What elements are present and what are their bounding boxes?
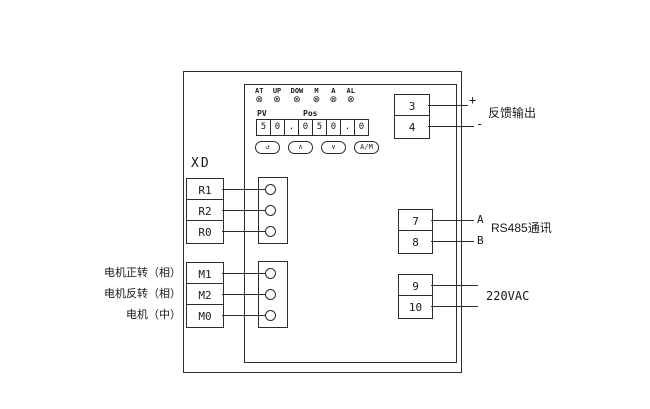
lamp-icon: ⊗ bbox=[293, 95, 301, 105]
wire bbox=[428, 126, 474, 127]
wire bbox=[222, 273, 266, 274]
label-motor-neutral: 电机（中） bbox=[126, 309, 181, 321]
pos-label: Pos bbox=[303, 109, 318, 118]
terminal-m2: M2 bbox=[186, 283, 224, 307]
label-feedback-output: 反馈输出 bbox=[488, 106, 537, 120]
device-outline bbox=[183, 71, 462, 373]
terminal-4: 4 bbox=[394, 115, 430, 139]
panel-outline bbox=[244, 84, 457, 363]
label-motor-reverse: 电机反转（相） bbox=[104, 288, 181, 300]
minus-sign: - bbox=[476, 117, 484, 131]
terminal-screw-icon bbox=[265, 184, 276, 195]
indicator-row: AT ⊗ UP ⊗ DOW ⊗ M ⊗ A ⊗ AL ⊗ bbox=[255, 87, 355, 105]
wire bbox=[431, 285, 478, 286]
terminal-screw-icon bbox=[265, 268, 276, 279]
indicator-a: A ⊗ bbox=[330, 87, 338, 105]
lamp-icon: ⊗ bbox=[255, 95, 263, 105]
label-rs485: RS485通讯 bbox=[491, 221, 552, 235]
terminal-screw-icon bbox=[265, 310, 276, 321]
display-digit: . bbox=[340, 119, 355, 136]
indicator-label: UP bbox=[272, 87, 282, 95]
terminal-r1: R1 bbox=[186, 178, 224, 202]
xd-label: XD bbox=[191, 156, 211, 171]
key-row: ↺ ∧ ∨ A/M bbox=[255, 141, 379, 154]
display-digit: 5 bbox=[312, 119, 327, 136]
terminal-screw-icon bbox=[265, 289, 276, 300]
display-digit: 0 bbox=[270, 119, 285, 136]
indicator-label: DOW bbox=[290, 87, 304, 95]
wire bbox=[222, 189, 266, 190]
key-down: ∨ bbox=[321, 141, 346, 154]
key-cycle: ↺ bbox=[255, 141, 280, 154]
display-digit: . bbox=[284, 119, 299, 136]
display-digit: 0 bbox=[354, 119, 369, 136]
wire bbox=[431, 220, 474, 221]
lamp-icon: ⊗ bbox=[346, 95, 355, 105]
terminal-screw-icon bbox=[265, 205, 276, 216]
indicator-m: M ⊗ bbox=[313, 87, 321, 105]
indicator-label: A bbox=[331, 87, 336, 95]
terminal-r0: R0 bbox=[186, 220, 224, 244]
pv-label: PV bbox=[257, 109, 267, 118]
label-220vac: 220VAC bbox=[486, 289, 530, 303]
lamp-icon: ⊗ bbox=[312, 95, 321, 105]
key-up: ∧ bbox=[288, 141, 313, 154]
terminal-screw-icon bbox=[265, 226, 276, 237]
digital-display: 5 0 . 0 5 0 . 0 bbox=[256, 119, 369, 136]
label-motor-forward: 电机正转（相） bbox=[104, 267, 181, 279]
wire bbox=[222, 210, 266, 211]
pin-b-label: B bbox=[477, 234, 484, 247]
terminal-8: 8 bbox=[398, 230, 433, 254]
wire bbox=[431, 241, 474, 242]
indicator-dow: DOW ⊗ bbox=[291, 87, 304, 105]
wire bbox=[431, 306, 478, 307]
wire bbox=[428, 105, 468, 106]
indicator-label: M bbox=[314, 87, 319, 95]
display-digit: 5 bbox=[256, 119, 271, 136]
wire bbox=[222, 231, 266, 232]
lamp-icon: ⊗ bbox=[329, 95, 338, 105]
terminal-m1: M1 bbox=[186, 262, 224, 286]
indicator-al: AL ⊗ bbox=[347, 87, 355, 105]
plus-sign: + bbox=[469, 93, 477, 107]
lamp-icon: ⊗ bbox=[273, 95, 281, 105]
indicator-up: UP ⊗ bbox=[273, 87, 281, 105]
key-auto-manual: A/M bbox=[354, 141, 379, 154]
terminal-m0: M0 bbox=[186, 304, 224, 328]
pin-a-label: A bbox=[477, 213, 484, 226]
wire bbox=[222, 294, 266, 295]
display-digit: 0 bbox=[326, 119, 341, 136]
indicator-label: AT bbox=[255, 87, 264, 95]
connector-block-relay bbox=[258, 177, 288, 244]
indicator-label: AL bbox=[346, 87, 355, 95]
terminal-10: 10 bbox=[398, 295, 433, 319]
connector-block-motor bbox=[258, 261, 288, 328]
display-digit: 0 bbox=[298, 119, 313, 136]
wire bbox=[222, 315, 266, 316]
indicator-at: AT ⊗ bbox=[255, 87, 263, 105]
